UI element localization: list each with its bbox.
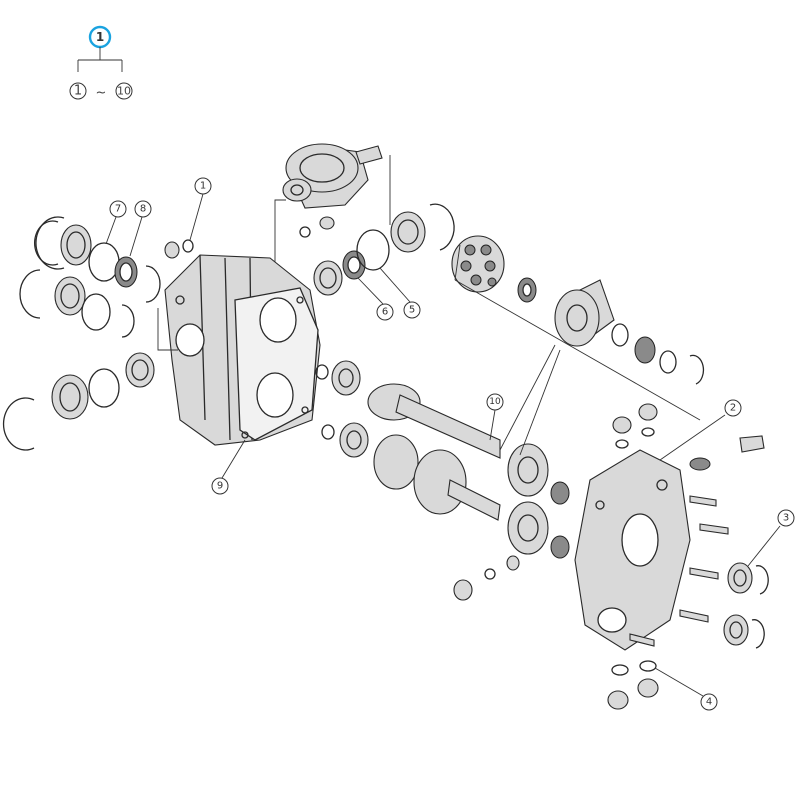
bolt-3: [689, 567, 719, 580]
o-ring-7: [88, 242, 120, 282]
output-shaft: [447, 479, 501, 521]
assembly-callout-number: 1: [96, 30, 104, 44]
main-shaft-10: [395, 394, 501, 459]
bearing-upper: [390, 211, 426, 253]
drain-plug-left: [453, 579, 473, 601]
o-ring-5: [356, 229, 390, 271]
bushing-left: [125, 352, 155, 388]
svg-text:8: 8: [140, 204, 146, 215]
bolt-1: [689, 495, 717, 507]
bearing-left-2: [54, 276, 86, 316]
callout-2[interactable]: 2: [659, 399, 742, 461]
callout-1[interactable]: 1: [189, 177, 212, 241]
spring: [634, 336, 656, 364]
range-end-circle: [115, 82, 133, 100]
o-ring-4a: [611, 664, 629, 676]
callout-4[interactable]: 4: [654, 667, 718, 711]
assembly-header: 1 1 ~ 10: [69, 25, 133, 101]
cylinder-barrel: [554, 289, 600, 347]
assembly-bracket: [77, 47, 123, 72]
range-start: 1: [74, 84, 82, 99]
svg-text:1: 1: [200, 181, 206, 192]
svg-text:2: 2: [730, 403, 736, 414]
snap-ring-left-1: [35, 216, 65, 270]
cylinder-block-assembly: [451, 235, 705, 385]
drive-gear-lower: [373, 434, 419, 490]
plug-top-right: [638, 403, 658, 421]
o-ring-4b: [639, 660, 657, 672]
range-separator: ~: [96, 86, 107, 101]
svg-text:5: 5: [409, 305, 415, 316]
svg-text:9: 9: [217, 481, 223, 492]
clutch-drum: [413, 449, 467, 515]
svg-text:6: 6: [382, 307, 388, 318]
bolt-2: [699, 523, 729, 535]
bearing-center-2: [507, 443, 549, 497]
bearing-center-1: [331, 360, 361, 396]
bearing-left-3: [51, 374, 89, 420]
left-bearing-stack: [2, 216, 161, 451]
center-section: [574, 403, 769, 710]
gear-shafts: [315, 360, 570, 601]
svg-text:10: 10: [489, 397, 501, 407]
bolt-4: [679, 609, 709, 623]
svg-text:3: 3: [783, 513, 789, 524]
bearing-right-4: [723, 614, 749, 646]
plug-top-left: [612, 416, 632, 434]
svg-text:7: 7: [115, 204, 121, 215]
callout-6[interactable]: 6: [357, 277, 394, 321]
o-ring-1: [182, 239, 194, 253]
callout-5[interactable]: 5: [379, 267, 421, 319]
svg-text:4: 4: [706, 697, 712, 708]
upper-bearing-stack: [313, 203, 455, 296]
callout-9[interactable]: 9: [211, 439, 246, 495]
callout-8[interactable]: 8: [129, 200, 152, 257]
gear-spline: [355, 145, 383, 165]
callout-10[interactable]: 10: [486, 393, 504, 441]
bearing-right-3: [727, 562, 753, 594]
bushing-upper: [313, 260, 343, 296]
housing-gasket-9: [234, 287, 319, 441]
assembly-leaders: [157, 155, 701, 456]
range-end: 10: [117, 85, 131, 98]
bearing-center-3: [339, 422, 369, 458]
snap-ring-left-3: [2, 397, 35, 451]
bevel-gear-shaft: [282, 143, 383, 238]
snap-ring-left-2: [19, 269, 41, 319]
plug-bottom-left: [607, 690, 629, 710]
range-start-circle: [69, 82, 87, 100]
plug: [164, 241, 180, 259]
bearing-center-4: [507, 501, 549, 555]
bolt-5: [629, 633, 655, 647]
bearing-left-1: [60, 224, 92, 266]
callout-3[interactable]: 3: [747, 509, 795, 567]
snap-ring-upper: [429, 203, 455, 251]
transmission-housing: [164, 239, 321, 446]
plug-bottom-right: [637, 678, 659, 698]
callout-7[interactable]: 7: [105, 200, 127, 245]
